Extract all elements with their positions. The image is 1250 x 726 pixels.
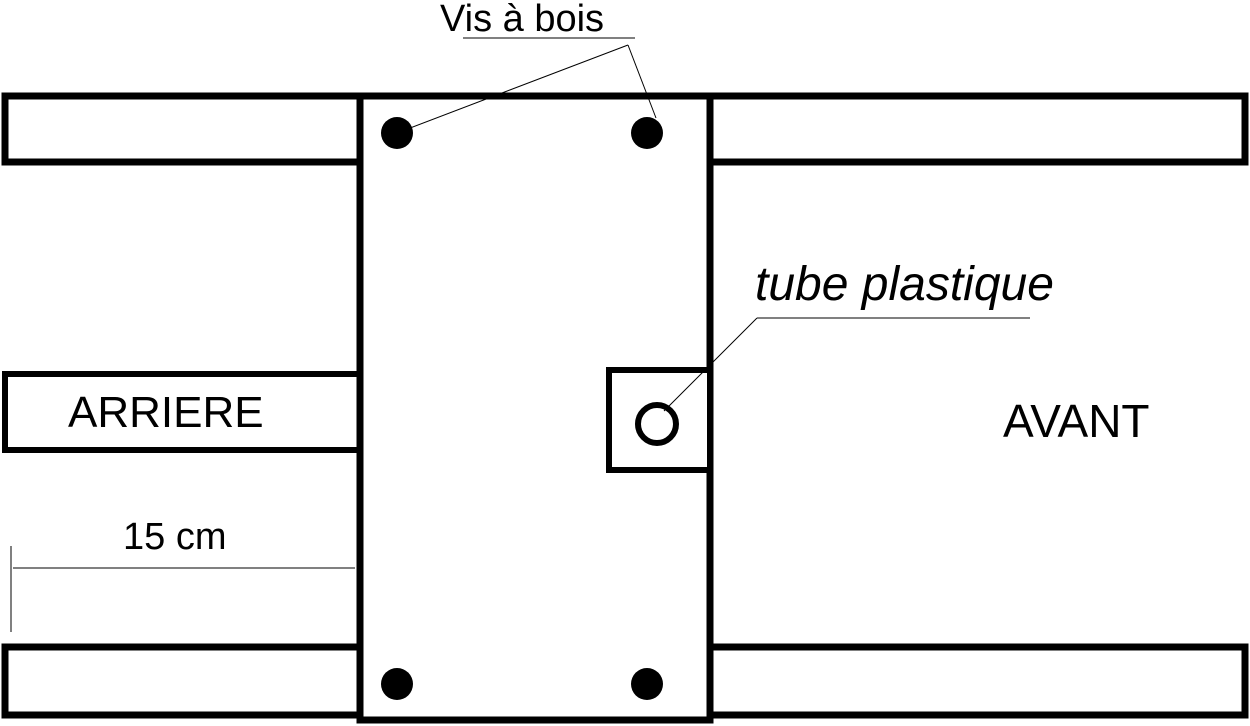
screw-bottom-left xyxy=(381,668,413,700)
rail-bottom-right xyxy=(706,643,1249,719)
rail-top-right xyxy=(706,92,1249,166)
tube-label: tube plastique xyxy=(755,258,1054,311)
screws-leader-left xyxy=(396,44,629,134)
rear-label: ARRIERE xyxy=(68,388,264,437)
tube-leader xyxy=(663,317,758,412)
screws-label: Vis à bois xyxy=(440,0,604,40)
rail-bottom-left xyxy=(1,643,364,719)
tube-circle xyxy=(635,402,679,446)
rail-top-left xyxy=(1,92,364,166)
screws-leader-right xyxy=(627,44,657,119)
rear-block xyxy=(2,371,363,453)
screw-top-right xyxy=(631,117,663,149)
dimension-label: 15 cm xyxy=(123,516,226,558)
front-label: AVANT xyxy=(1003,395,1150,447)
screw-bottom-right xyxy=(631,668,663,700)
